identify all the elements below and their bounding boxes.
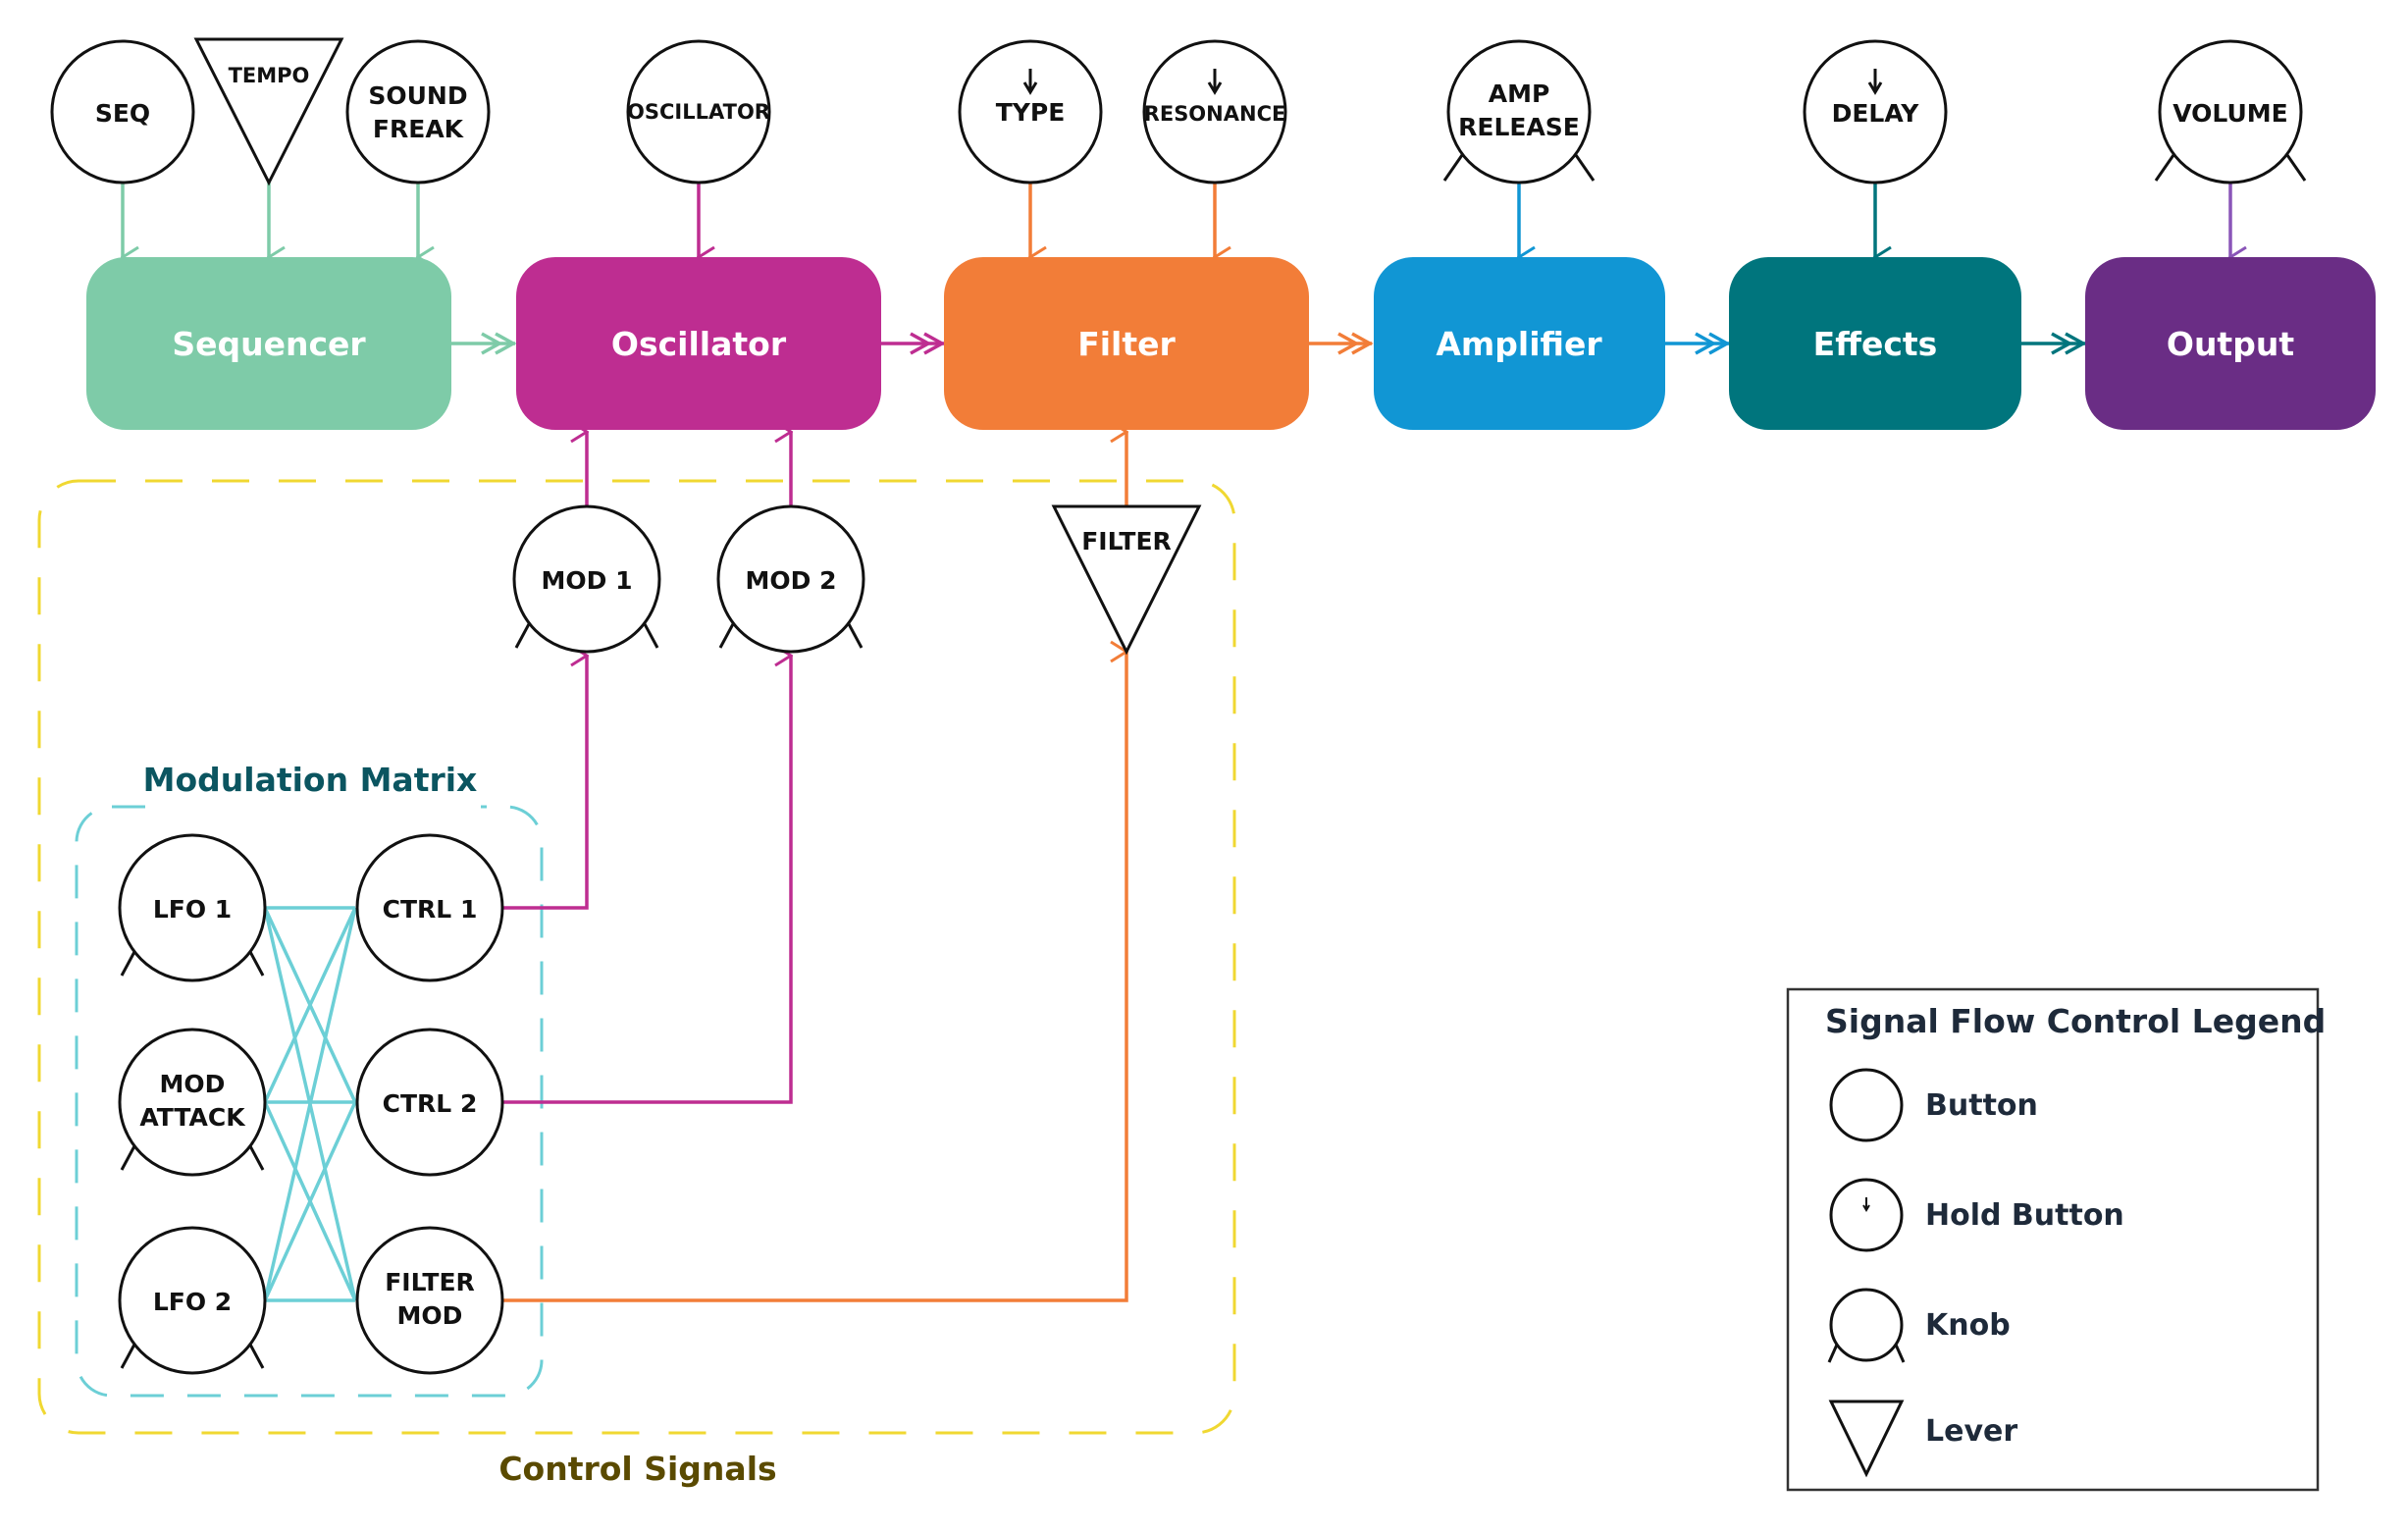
type-hold-button[interactable]: TYPE: [958, 39, 1103, 185]
ctrl2-button[interactable]: CTRL 2: [355, 1028, 504, 1177]
knob-icon: [1829, 1288, 1904, 1362]
legend-item-label: Lever: [1925, 1414, 2017, 1449]
control-arrows: [123, 183, 2230, 257]
legend-item-button: Button: [1829, 1068, 2038, 1142]
block-filter[interactable]: Filter: [944, 257, 1309, 430]
mod2-knob-label: MOD 2: [746, 566, 837, 595]
legend-item-label: Knob: [1925, 1308, 2011, 1343]
matrix-connections: [263, 906, 357, 1302]
block-amplifier-label: Amplifier: [1436, 325, 1602, 363]
lfo1-knob[interactable]: LFO 1: [118, 833, 267, 982]
volume-knob[interactable]: VOLUME: [2154, 39, 2307, 185]
block-output-label: Output: [2167, 325, 2294, 363]
legend-item-knob: Knob: [1827, 1288, 2011, 1363]
control-signals-title: Control Signals: [498, 1450, 776, 1488]
legend: Signal Flow Control Legend Button Hold B…: [1786, 987, 2326, 1492]
hold-button-icon: [1829, 1178, 1904, 1252]
seq-button[interactable]: SEQ: [50, 39, 195, 185]
volume-knob-label: VOLUME: [2172, 99, 2287, 128]
button-icon: [1829, 1068, 1904, 1142]
oscillator-button[interactable]: OSCILLATOR: [626, 39, 771, 185]
amp-release-knob[interactable]: AMP RELEASE: [1442, 39, 1596, 185]
legend-item-label: Hold Button: [1925, 1198, 2124, 1233]
resonance-hold-button[interactable]: RESONANCE: [1142, 39, 1287, 185]
delay-hold-button[interactable]: DELAY: [1803, 39, 1948, 185]
ctrl2-button-label: CTRL 2: [383, 1089, 478, 1118]
legend-item-hold-button: Hold Button: [1829, 1178, 2124, 1252]
block-sequencer-label: Sequencer: [172, 325, 366, 363]
filter-mod-label-line1: FILTER: [385, 1268, 475, 1296]
legend-title: Signal Flow Control Legend: [1825, 1002, 2326, 1040]
block-filter-label: Filter: [1077, 325, 1176, 363]
hold-arrow-icon: [1022, 69, 1038, 95]
block-effects-label: Effects: [1813, 325, 1938, 363]
block-output[interactable]: Output: [2085, 257, 2376, 430]
block-oscillator[interactable]: Oscillator: [516, 257, 881, 430]
hold-arrow-icon: [1867, 69, 1883, 95]
delay-hold-button-label: DELAY: [1832, 99, 1920, 128]
mod1-knob[interactable]: MOD 1: [512, 504, 661, 654]
modulation-matrix-title: Modulation Matrix: [143, 761, 478, 799]
type-hold-button-label: TYPE: [996, 98, 1066, 127]
resonance-hold-button-label: RESONANCE: [1144, 102, 1286, 126]
filter-lever-label: FILTER: [1081, 527, 1172, 555]
mod1-knob-label: MOD 1: [542, 566, 633, 595]
block-effects[interactable]: Effects: [1729, 257, 2021, 430]
tempo-lever[interactable]: TEMPO: [193, 37, 344, 186]
sound-freak-label-line1: SOUND: [368, 81, 467, 110]
sound-freak-button[interactable]: SOUND FREAK: [345, 39, 491, 185]
mod-attack-label-line1: MOD: [160, 1070, 226, 1098]
block-sequencer[interactable]: Sequencer: [86, 257, 451, 430]
ctrl1-button[interactable]: CTRL 1: [355, 833, 504, 982]
modulation-wires: [502, 432, 1126, 1302]
legend-item-lever: Lever: [1828, 1400, 2017, 1478]
lfo2-knob[interactable]: LFO 2: [118, 1226, 267, 1375]
lfo1-knob-label: LFO 1: [153, 895, 232, 924]
block-oscillator-label: Oscillator: [611, 325, 787, 363]
amp-release-label-line1: AMP: [1489, 79, 1550, 108]
tempo-lever-label: TEMPO: [229, 64, 310, 87]
filter-lever[interactable]: FILTER: [1051, 504, 1202, 656]
block-amplifier[interactable]: Amplifier: [1374, 257, 1665, 430]
control-signals-frame: [37, 479, 1236, 1435]
sound-freak-label-line2: FREAK: [373, 115, 465, 143]
amp-release-label-line2: RELEASE: [1458, 113, 1580, 141]
mod-attack-label-line2: ATTACK: [139, 1103, 246, 1132]
lever-icon: [1828, 1400, 1905, 1478]
oscillator-button-label: OSCILLATOR: [627, 100, 770, 124]
filter-mod-button[interactable]: FILTER MOD: [355, 1226, 504, 1375]
lfo2-knob-label: LFO 2: [153, 1288, 232, 1316]
mod-attack-knob[interactable]: MOD ATTACK: [118, 1028, 267, 1177]
ctrl1-button-label: CTRL 1: [383, 895, 478, 924]
mod2-knob[interactable]: MOD 2: [716, 504, 865, 654]
filter-mod-label-line2: MOD: [397, 1301, 463, 1330]
hold-arrow-icon: [1207, 69, 1223, 95]
seq-button-label: SEQ: [95, 99, 150, 128]
legend-item-label: Button: [1925, 1088, 2038, 1123]
